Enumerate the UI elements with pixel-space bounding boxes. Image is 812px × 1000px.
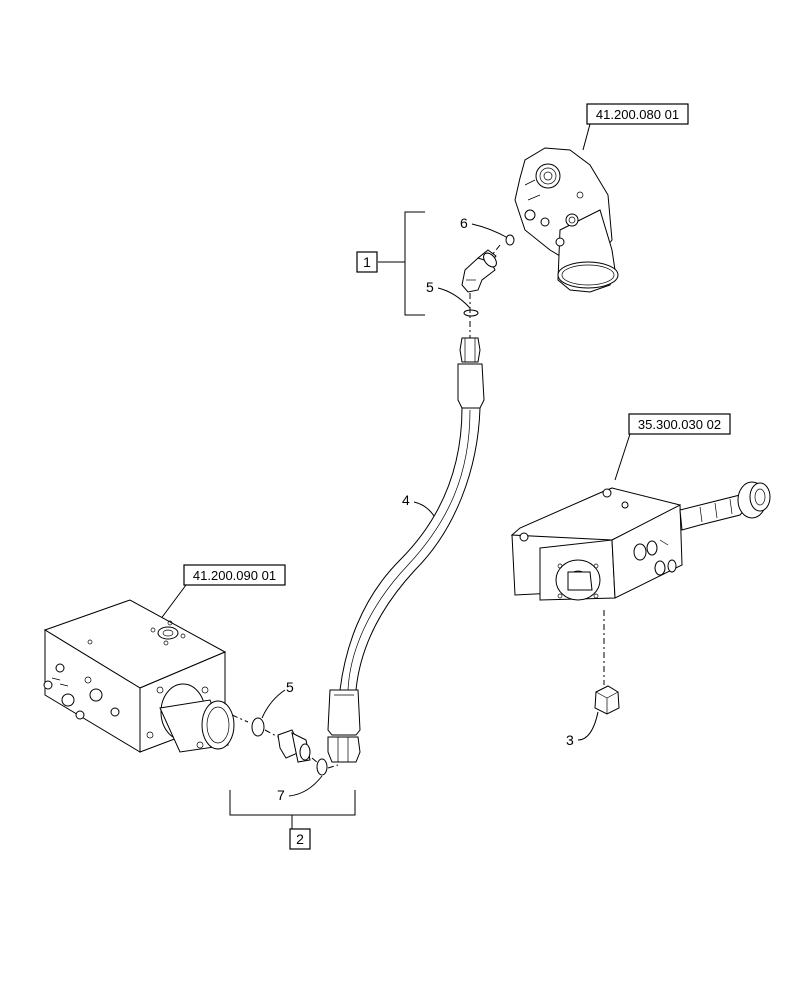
ref-box-middle-right[interactable]: 35.300.030 02 [628, 413, 731, 435]
group-2-box[interactable] [289, 828, 311, 850]
o-ring-6[interactable] [505, 234, 515, 246]
group-1-box[interactable] [356, 251, 378, 273]
hex-nut[interactable] [594, 685, 620, 715]
callout-5-top: 5 [426, 279, 434, 295]
ref-label-left: 41.200.090 01 [193, 568, 276, 583]
valve-block[interactable] [43, 599, 235, 753]
o-ring-7[interactable] [316, 758, 328, 776]
steering-unit[interactable] [514, 147, 619, 293]
callout-6: 6 [460, 215, 468, 231]
callout-7: 7 [277, 787, 285, 803]
callout-4: 4 [402, 492, 410, 508]
ref-label-top-right: 41.200.080 01 [596, 107, 679, 122]
ref-box-top-right[interactable]: 41.200.080 01 [586, 103, 689, 125]
group-2-label: 2 [296, 831, 304, 847]
straight-adapter[interactable] [277, 729, 311, 763]
callout-5-bottom: 5 [286, 679, 294, 695]
o-ring-5-bottom[interactable] [251, 717, 265, 737]
ref-box-left[interactable]: 41.200.090 01 [183, 564, 286, 586]
group-1-label: 1 [363, 254, 371, 270]
elbow-fitting[interactable] [461, 249, 499, 293]
group-2-bracket: 2 [229, 790, 356, 850]
ref-label-middle-right: 35.300.030 02 [638, 417, 721, 432]
pump-bracket[interactable] [510, 481, 771, 601]
callout-3: 3 [566, 732, 574, 748]
group-1-bracket: 1 [356, 211, 425, 316]
hose-assembly[interactable] [327, 337, 485, 763]
o-ring-5-top[interactable] [463, 309, 479, 317]
